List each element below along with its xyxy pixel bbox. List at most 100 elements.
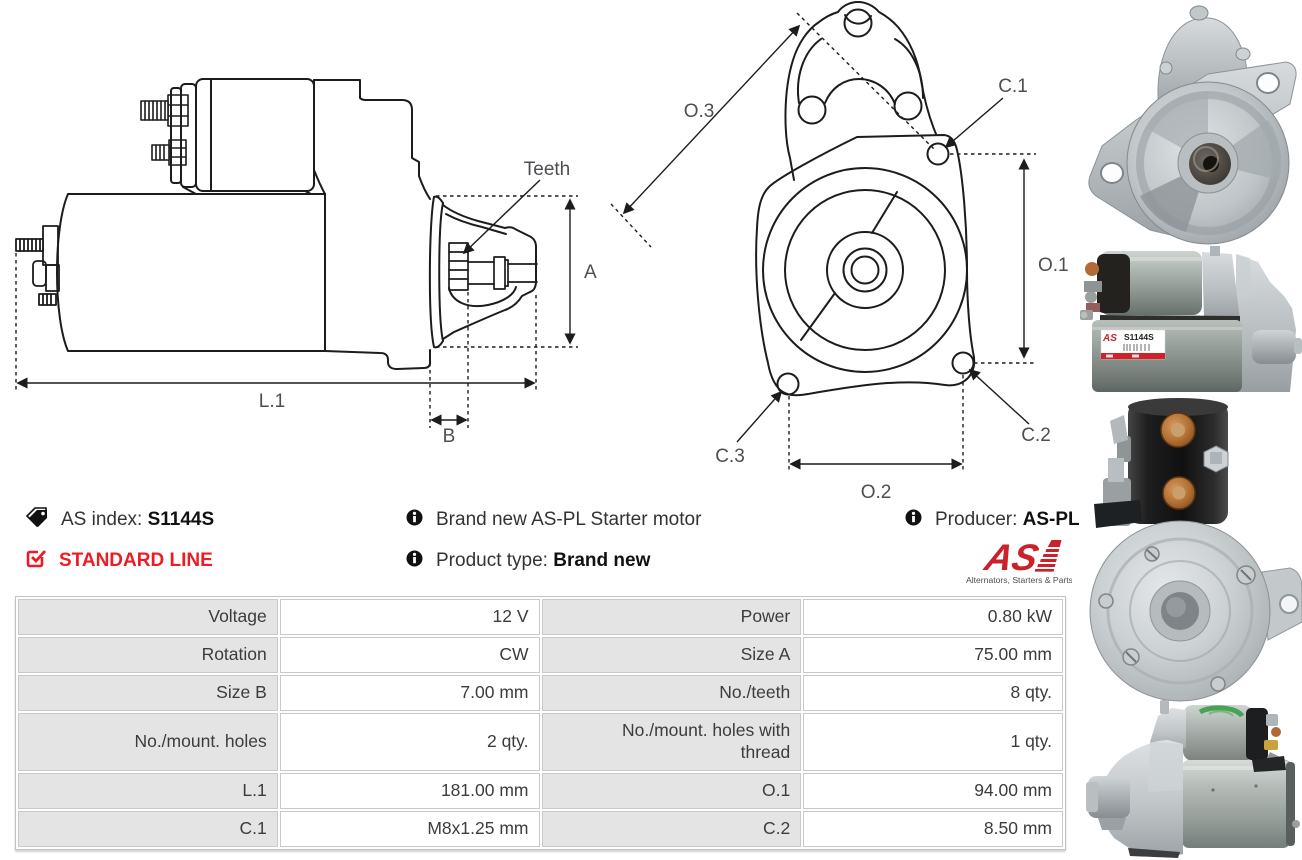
spec-value: 12 V [279, 599, 540, 635]
spec-label: Voltage [18, 599, 278, 635]
producer-value: AS-PL [1022, 509, 1080, 530]
spec-value: 8 qty. [803, 675, 1063, 711]
teeth-pointer-line [462, 179, 541, 255]
solenoid-terminal-stud-bottom [151, 139, 187, 166]
photo-green-label [1198, 705, 1245, 718]
spec-value: 8.50 mm [803, 810, 1063, 847]
photo-perspective-view [1086, 700, 1300, 858]
standard-line-label: STANDARD LINE [59, 550, 213, 571]
photo-side-label: AS S1144S [1100, 329, 1166, 360]
pointer-c2 [968, 368, 1030, 425]
solenoid-terminal-stud-top [140, 94, 189, 127]
photo-rear-view [1089, 398, 1302, 702]
brand-new-text: Brand new AS-PL Starter motor [436, 509, 702, 530]
info-brand-new: Brand new AS-PL Starter motor [406, 507, 701, 533]
info-product-type: Product type: Brand new [406, 548, 650, 574]
drive-housing-outline [313, 79, 431, 200]
info-producer: Producer: AS-PL [905, 507, 1080, 533]
label-o3: O.3 [684, 101, 715, 122]
checkbox-check-icon [26, 548, 47, 574]
label-b: B [443, 426, 456, 447]
dim-ext-o3-diag [796, 12, 937, 152]
front-outer-circle [762, 167, 968, 373]
spec-value: 181.00 mm [279, 772, 540, 809]
spec-label: Size B [18, 675, 278, 711]
spec-label: No./mount. holes with thread [541, 713, 802, 771]
label-c1: C.1 [998, 76, 1028, 97]
label-a: A [584, 262, 597, 283]
logo-tagline: Alternators, Starters & Parts [966, 575, 1072, 585]
logo-as-text: AS [980, 537, 1043, 578]
product-type-value: Brand new [553, 550, 651, 571]
label-o1: O.1 [1038, 255, 1069, 276]
front-ring-circle [784, 189, 946, 351]
pinion-shaft [467, 256, 538, 290]
info-icon [905, 509, 922, 532]
spec-label: Size A [541, 637, 802, 673]
table-row: C.1 M8x1.25 mm C.2 8.50 mm [18, 810, 1063, 847]
front-top-bolt-hole [843, 8, 873, 38]
info-icon [406, 550, 423, 573]
yoke-end-cap-details [15, 225, 60, 306]
pinion-gear [448, 242, 469, 291]
product-type-label: Product type: [436, 550, 548, 571]
label-l1: L.1 [259, 391, 285, 412]
pointer-c1 [944, 97, 1004, 149]
front-right-bolt-hole [893, 91, 923, 121]
as-index-label: AS index: [61, 509, 143, 530]
table-row: L.1 181.00 mm O.1 94.00 mm [18, 772, 1063, 809]
hole-c3 [776, 372, 800, 396]
label-o2: O.2 [861, 482, 892, 503]
side-view-drawing: L.1 B A Teeth [15, 78, 597, 447]
info-as-index: AS index: S1144S [25, 507, 215, 533]
spec-value: 7.00 mm [279, 675, 540, 711]
spec-label: Power [541, 599, 802, 635]
label-c3: C.3 [715, 446, 745, 467]
spec-value: M8x1.25 mm [279, 810, 540, 847]
front-spoke-1 [871, 191, 898, 234]
photo-label-brand: AS [1102, 333, 1117, 344]
info-standard-line: STANDARD LINE [26, 548, 213, 574]
front-left-bolt-hole [797, 95, 827, 125]
spec-value: 0.80 kW [803, 599, 1063, 635]
table-row: No./mount. holes 2 qty. No./mount. holes… [18, 713, 1063, 771]
drive-end-flange [428, 195, 444, 349]
spec-label: C.1 [18, 810, 278, 847]
spec-value: CW [279, 637, 540, 673]
pointer-c3 [736, 390, 783, 443]
hole-c1 [926, 142, 950, 166]
info-icon [406, 509, 423, 532]
hole-c2 [951, 351, 975, 375]
front-hub-circle [826, 231, 904, 309]
front-lobe-outline [784, 1, 937, 181]
photo-label-code: S1144S [1124, 332, 1154, 342]
spec-value: 75.00 mm [803, 637, 1063, 673]
photo-side-view: AS S1144S [1080, 246, 1302, 392]
solenoid-body [195, 78, 315, 192]
spec-value: 94.00 mm [803, 772, 1063, 809]
spec-label: C.2 [541, 810, 802, 847]
side-view-dimensions [15, 179, 578, 428]
side-view-outline [15, 78, 538, 370]
photo-front-view [1088, 5, 1297, 245]
aspl-logo: AS Alternators, Starters & Parts [966, 537, 1072, 585]
front-flange-outline [755, 134, 976, 397]
table-row: Voltage 12 V Power 0.80 kW [18, 599, 1063, 635]
spec-value: 1 qty. [803, 713, 1063, 771]
motor-yoke [56, 193, 326, 352]
spec-label: O.1 [541, 772, 802, 809]
producer-label: Producer: [935, 509, 1018, 530]
front-spoke-2 [800, 292, 836, 341]
spec-table: Voltage 12 V Power 0.80 kW Rotation CW S… [15, 596, 1066, 850]
as-index-value: S1144S [147, 509, 215, 530]
tag-icon [25, 507, 48, 533]
table-row: Rotation CW Size A 75.00 mm [18, 637, 1063, 673]
spec-label: L.1 [18, 772, 278, 809]
spec-label: No./mount. holes [18, 713, 278, 771]
label-c2: C.2 [1021, 425, 1051, 446]
front-view-dimensions [610, 12, 1036, 470]
spec-label: Rotation [18, 637, 278, 673]
spec-label: No./teeth [541, 675, 802, 711]
dim-line-o3 [622, 24, 801, 215]
